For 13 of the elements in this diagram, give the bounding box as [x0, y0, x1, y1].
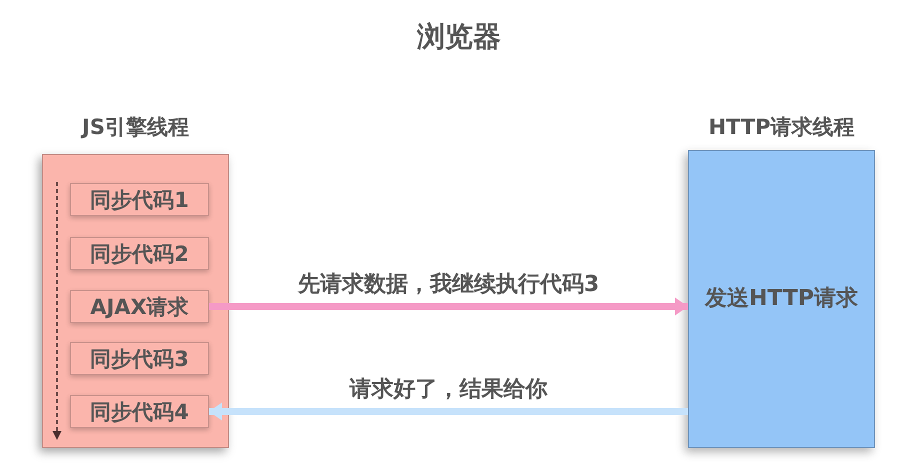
diagram-title: 浏览器: [417, 20, 501, 54]
arrow: [209, 298, 688, 316]
thread-heading: JS引擎线程: [82, 114, 189, 140]
step-box: 同步代码1: [70, 183, 209, 216]
step-box: 同步代码3: [70, 342, 209, 375]
step-box: AJAX请求: [70, 290, 209, 323]
arrow: [209, 402, 688, 420]
step-box: 同步代码2: [70, 237, 209, 270]
box-label: 发送HTTP请求: [704, 285, 858, 313]
thread-heading: HTTP请求线程: [708, 114, 855, 140]
edge-label: 请求好了，结果给你: [350, 376, 548, 402]
step-box: 同步代码4: [70, 395, 209, 428]
edge-label: 先请求数据，我继续执行代码3: [298, 270, 600, 298]
